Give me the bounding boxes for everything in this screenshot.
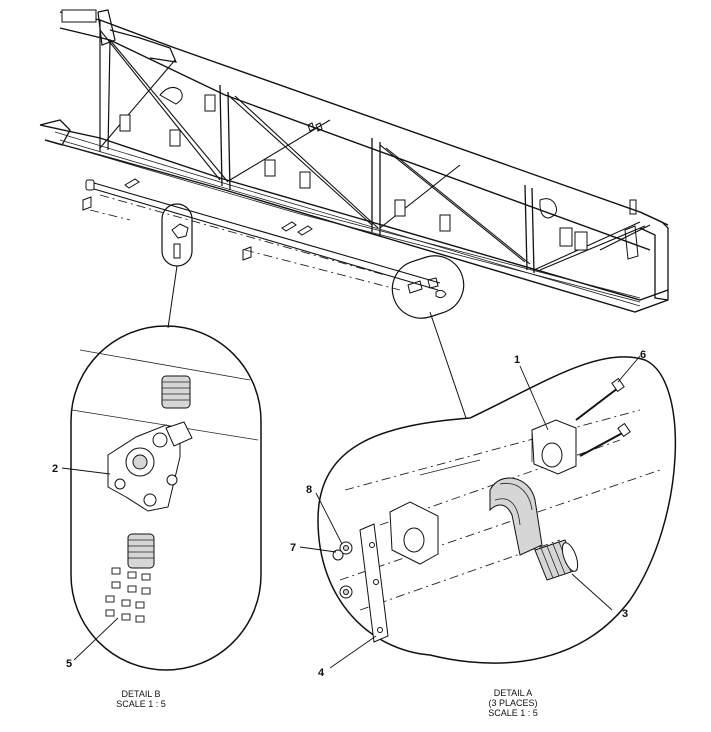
detail-a-locator <box>391 255 467 419</box>
detail-a-title: DETAIL A <box>493 688 533 698</box>
detail-b-caption: DETAIL B SCALE 1 : 5 <box>96 689 186 709</box>
detail-a-caption: DETAIL A (3 PLACES) SCALE 1 : 5 <box>468 688 558 718</box>
boom-end-bracket <box>61 9 97 23</box>
callout-7: 7 <box>290 542 296 554</box>
detail-a-scale: SCALE 1 : 5 <box>488 708 538 718</box>
detail-a-view <box>299 355 677 669</box>
exploded-spray-pipe <box>82 178 441 291</box>
detail-b-locator <box>161 203 193 329</box>
callout-6: 6 <box>640 349 646 361</box>
detail-a-note: (3 PLACES) <box>488 698 538 708</box>
callout-8: 8 <box>306 484 312 496</box>
callout-1: 1 <box>514 354 520 366</box>
detail-b-title: DETAIL B <box>121 689 161 699</box>
callout-4: 4 <box>318 667 325 679</box>
callout-2: 2 <box>52 463 58 475</box>
detail-b-scale: SCALE 1 : 5 <box>116 699 166 709</box>
callout-3: 3 <box>622 608 628 620</box>
callout-5: 5 <box>66 658 72 670</box>
detail-b-view <box>61 325 262 671</box>
boom-frame <box>39 9 669 313</box>
